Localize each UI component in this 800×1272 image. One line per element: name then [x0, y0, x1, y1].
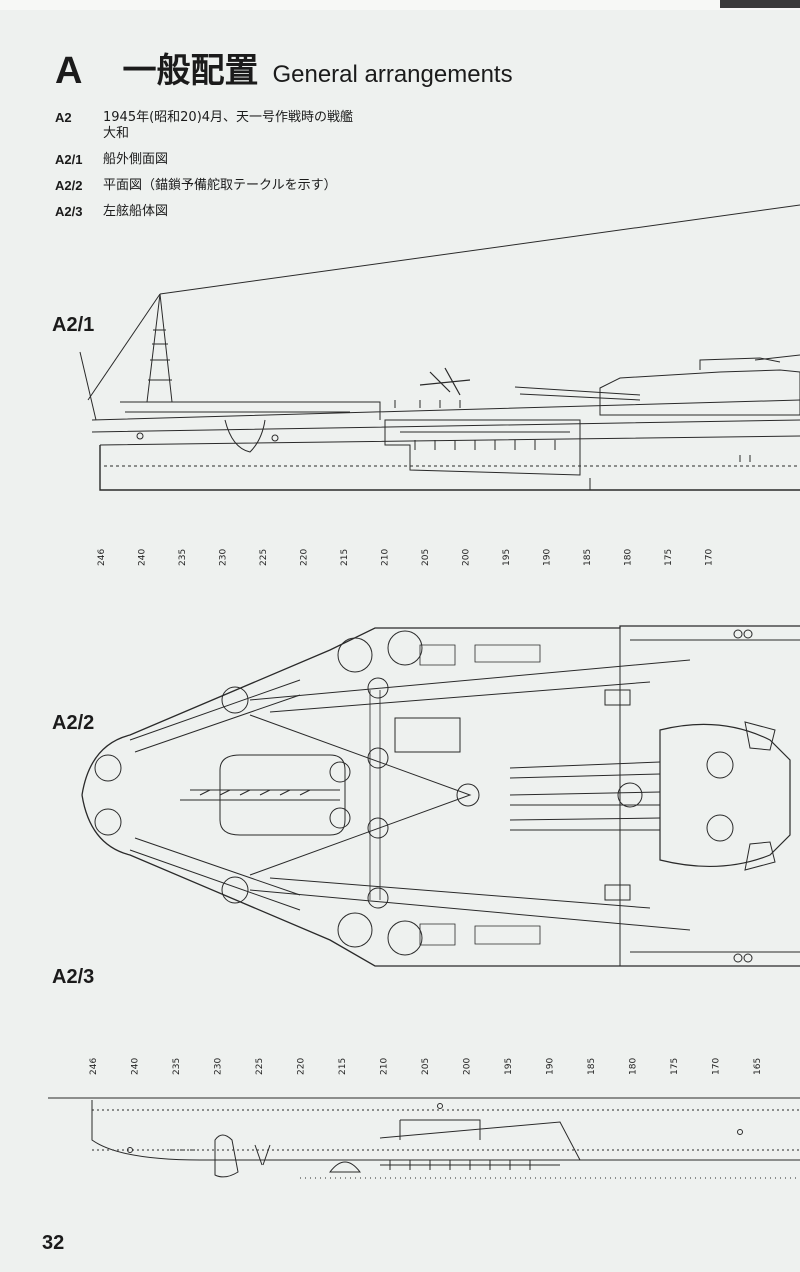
scan-top-edge [0, 0, 800, 10]
frame-number: 185 [587, 1058, 597, 1075]
section-label-a2-3: A2/3 [52, 966, 95, 988]
frame-number: 200 [463, 1058, 473, 1075]
legend-code: A2 [55, 110, 72, 125]
frame-number: 210 [380, 1058, 390, 1075]
frame-number: 200 [462, 549, 472, 566]
legend-text: 船外側面図 [103, 152, 169, 167]
section-label-a2-1: A2/1 [52, 314, 95, 336]
frame-number: 220 [300, 549, 310, 566]
legend-text: 1945年(昭和20)4月、天一号作戦時の戦艦大和 [103, 110, 354, 141]
frame-number: 195 [502, 549, 512, 566]
frame-number: 175 [670, 1058, 680, 1075]
plan-view-drawing [81, 625, 800, 967]
frame-scale-bottom: 246 240 235 230 225 220 215 210 205 200 195 190 185 1… [89, 1058, 763, 1075]
legend-item: A2/1 船外側面図 [55, 152, 375, 168]
frame-number: 175 [664, 549, 674, 566]
scan-corner-shadow [720, 0, 800, 8]
section-label-a2-2: A2/2 [52, 712, 95, 734]
frame-number: 235 [172, 1058, 182, 1075]
frame-number: 240 [138, 549, 148, 566]
frame-number: 246 [89, 1058, 99, 1075]
frame-number: 195 [504, 1058, 514, 1075]
legend-item: A2 1945年(昭和20)4月、天一号作戦時の戦艦大和 [55, 110, 375, 142]
frame-number: 225 [255, 1058, 265, 1075]
frame-number: 185 [583, 549, 593, 566]
frame-number: 225 [259, 549, 269, 566]
frame-number: 240 [131, 1058, 141, 1075]
frame-number: 170 [712, 1058, 722, 1075]
frame-number: 246 [97, 549, 107, 566]
page-number: 32 [42, 1232, 65, 1254]
title-japanese: 一般配置 [122, 51, 259, 91]
frame-number: 215 [338, 1058, 348, 1075]
frame-number: 230 [214, 1058, 224, 1075]
frame-number: 220 [297, 1058, 307, 1075]
side-profile-drawing [79, 204, 800, 491]
legend-code: A2/3 [55, 204, 83, 219]
frame-scale-top: 246 240 235 230 225 220 215 210 205 200 195 190 185 1… [97, 549, 715, 566]
section-letter: A [55, 50, 83, 92]
page-header: A 一般配置 General arrangements [55, 46, 513, 90]
frame-number: 170 [705, 549, 715, 566]
frame-number: 215 [340, 549, 350, 566]
legend-text: 平面図（錨鎖予備舵取テークルを示す） [103, 178, 337, 193]
legend-item: A2/3 左舷船体図 [55, 204, 375, 220]
frame-number: 180 [629, 1058, 639, 1075]
legend-item: A2/2 平面図（錨鎖予備舵取テークルを示す） [55, 178, 375, 194]
frame-number: 230 [219, 549, 229, 566]
port-hull-drawing [48, 1097, 800, 1179]
legend-code: A2/1 [55, 152, 83, 167]
frame-number: 190 [543, 549, 553, 566]
frame-number: 205 [421, 549, 431, 566]
frame-number: 190 [546, 1058, 556, 1075]
frame-number: 210 [381, 549, 391, 566]
frame-number: 165 [753, 1058, 763, 1075]
title-english: General arrangements [272, 61, 513, 88]
legend-text: 左舷船体図 [103, 204, 169, 219]
legend-code: A2/2 [55, 178, 83, 193]
frame-number: 205 [421, 1058, 431, 1075]
frame-number: 235 [178, 549, 188, 566]
frame-number: 180 [624, 549, 634, 566]
figure-legend: A2 1945年(昭和20)4月、天一号作戦時の戦艦大和 A2/1 船外側面図 … [55, 110, 375, 230]
